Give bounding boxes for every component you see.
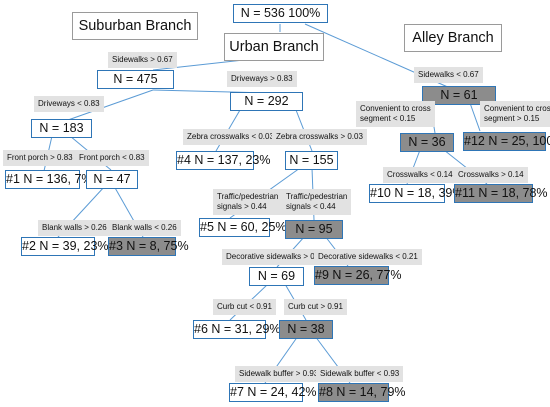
split-convenient-lt: Convenient to cross segment < 0.15 xyxy=(356,101,435,127)
leaf-11: #11 N = 18, 78% xyxy=(454,184,548,203)
split-driveways-lt: Driveways < 0.83 xyxy=(34,96,104,112)
node-n95: N = 95 xyxy=(285,220,343,239)
split-crosswalks-gt: Crosswalks > 0.14 xyxy=(454,167,528,183)
split-crosswalks-lt: Crosswalks < 0.14 xyxy=(383,167,457,183)
node-n292: N = 292 xyxy=(230,92,303,111)
suburban-branch-title: Suburban Branch xyxy=(72,12,198,40)
split-curb-cut-gt: Curb cut > 0.91 xyxy=(284,299,347,315)
split-sidewalks-gt: Sidewalks > 0.67 xyxy=(108,52,177,68)
split-driveways-gt: Driveways > 0.83 xyxy=(227,71,297,87)
node-n155: N = 155 xyxy=(285,151,338,170)
split-sidewalks-lt: Sidewalks < 0.67 xyxy=(414,67,483,83)
node-n69: N = 69 xyxy=(249,267,304,286)
node-n183: N = 183 xyxy=(31,119,92,138)
split-blank-walls-lt: Blank walls < 0.26 xyxy=(108,220,181,236)
edge-475-183 xyxy=(67,89,154,121)
leaf-3: #3 N = 8, 75% xyxy=(108,237,189,256)
leaf-5: #5 N = 60, 25% xyxy=(199,218,287,237)
leaf-10: #10 N = 18, 39% xyxy=(369,184,463,203)
split-sidewalk-buffer-lt: Sidewalk buffer < 0.93 xyxy=(316,366,404,382)
split-traffic-lt: Traffic/pedestrian signals < 0.44 xyxy=(282,189,352,215)
split-blank-walls-gt: Blank walls > 0.26 xyxy=(38,220,111,236)
root-node: N = 536 100% xyxy=(233,4,328,23)
split-zebra-gt: Zebra crosswalks > 0.03 xyxy=(272,129,367,145)
node-n38: N = 38 xyxy=(279,320,333,339)
alley-branch-title: Alley Branch xyxy=(404,24,502,52)
node-n47: N = 47 xyxy=(86,170,138,189)
leaf-7: #7 N = 24, 42% xyxy=(229,383,317,402)
leaf-12: #12 N = 25, 100% xyxy=(463,132,550,151)
split-decorative-gt: Decorative sidewalks > 0.21 xyxy=(222,249,330,265)
node-n475: N = 475 xyxy=(97,70,174,89)
leaf-9: #9 N = 26, 77% xyxy=(314,266,402,285)
split-front-porch-lt: Front porch < 0.83 xyxy=(75,150,149,166)
split-curb-cut-lt: Curb cut < 0.91 xyxy=(213,299,276,315)
split-decorative-lt: Decorative sidewalks < 0.21 xyxy=(314,249,422,265)
split-convenient-gt: Convenient to cross segment > 0.15 xyxy=(480,101,550,127)
leaf-6: #6 N = 31, 29% xyxy=(193,320,281,339)
leaf-4: #4 N = 137, 23% xyxy=(176,151,270,170)
split-traffic-gt: Traffic/pedestrian signals > 0.44 xyxy=(213,189,283,215)
node-n36: N = 36 xyxy=(400,133,454,152)
leaf-1: #1 N = 136, 7% xyxy=(5,170,93,189)
split-sidewalk-buffer-gt: Sidewalk buffer > 0.93 xyxy=(235,366,323,382)
split-zebra-lt: Zebra crosswalks < 0.03 xyxy=(183,129,278,145)
node-n61: N = 61 xyxy=(422,86,496,105)
split-front-porch-gt: Front porch > 0.83 xyxy=(3,150,77,166)
leaf-8: #8 N = 14, 79% xyxy=(318,383,406,402)
edge-61-leaf12 xyxy=(469,102,481,132)
urban-branch-title: Urban Branch xyxy=(224,33,324,61)
leaf-2: #2 N = 39, 23% xyxy=(21,237,109,256)
